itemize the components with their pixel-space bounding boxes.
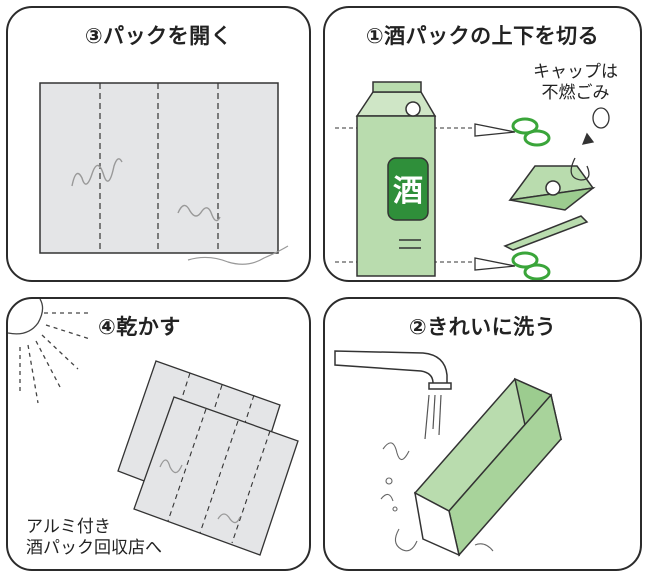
panel-step3-open-pack: ③パックを開く (6, 6, 311, 282)
step2-title: ②きれいに洗う (408, 315, 557, 339)
scissors-icon (474, 251, 551, 280)
opened-pack-sheet (39, 82, 279, 254)
water-scribble (177, 204, 221, 222)
cut-bottom-piece (503, 215, 589, 251)
step3-title: ③パックを開く (84, 24, 233, 48)
carton-label: 酒 (393, 174, 423, 209)
cap-note-line-1: キャップは (533, 62, 618, 82)
water-drip (187, 245, 289, 265)
cap-disposal-note: キャップは 不燃ごみ (533, 62, 618, 104)
water-stream (424, 394, 442, 440)
panel-step2-wash: ②きれいに洗う (323, 297, 642, 571)
washing-carton-illustration (334, 350, 563, 557)
sun-icon (8, 299, 92, 404)
scissors-icon (474, 117, 551, 147)
panel-step4-dry: ④乾かす アルミ付き 酒パック回収店へ (6, 297, 311, 571)
sake-carton (355, 81, 437, 277)
recycle-note-line-2: 酒パック回収店へ (26, 538, 162, 558)
opened-pack-illustration (39, 82, 289, 265)
panel-step1-cut-carton: ①酒パックの上下を切る キャップは 不燃ごみ 酒 (323, 6, 642, 282)
step4-title: ④乾かす (98, 315, 181, 339)
faucet-icon (334, 350, 452, 390)
splash (380, 442, 494, 552)
step1-title: ①酒パックの上下を切る (365, 24, 600, 48)
cut-carton-illustration: 酒 (335, 81, 610, 280)
washed-carton (413, 377, 563, 557)
drying-sheet-front (133, 396, 299, 556)
carton-cap (405, 101, 421, 117)
recycle-note-line-1: アルミ付き (26, 517, 111, 537)
cap-note-line-2: 不燃ごみ (541, 83, 610, 103)
cut-top-piece (508, 165, 596, 211)
recycle-note: アルミ付き 酒パック回収店へ (26, 517, 162, 559)
drying-sheets-illustration (8, 299, 299, 556)
loose-cap (570, 107, 610, 181)
water-scribble (71, 158, 123, 187)
